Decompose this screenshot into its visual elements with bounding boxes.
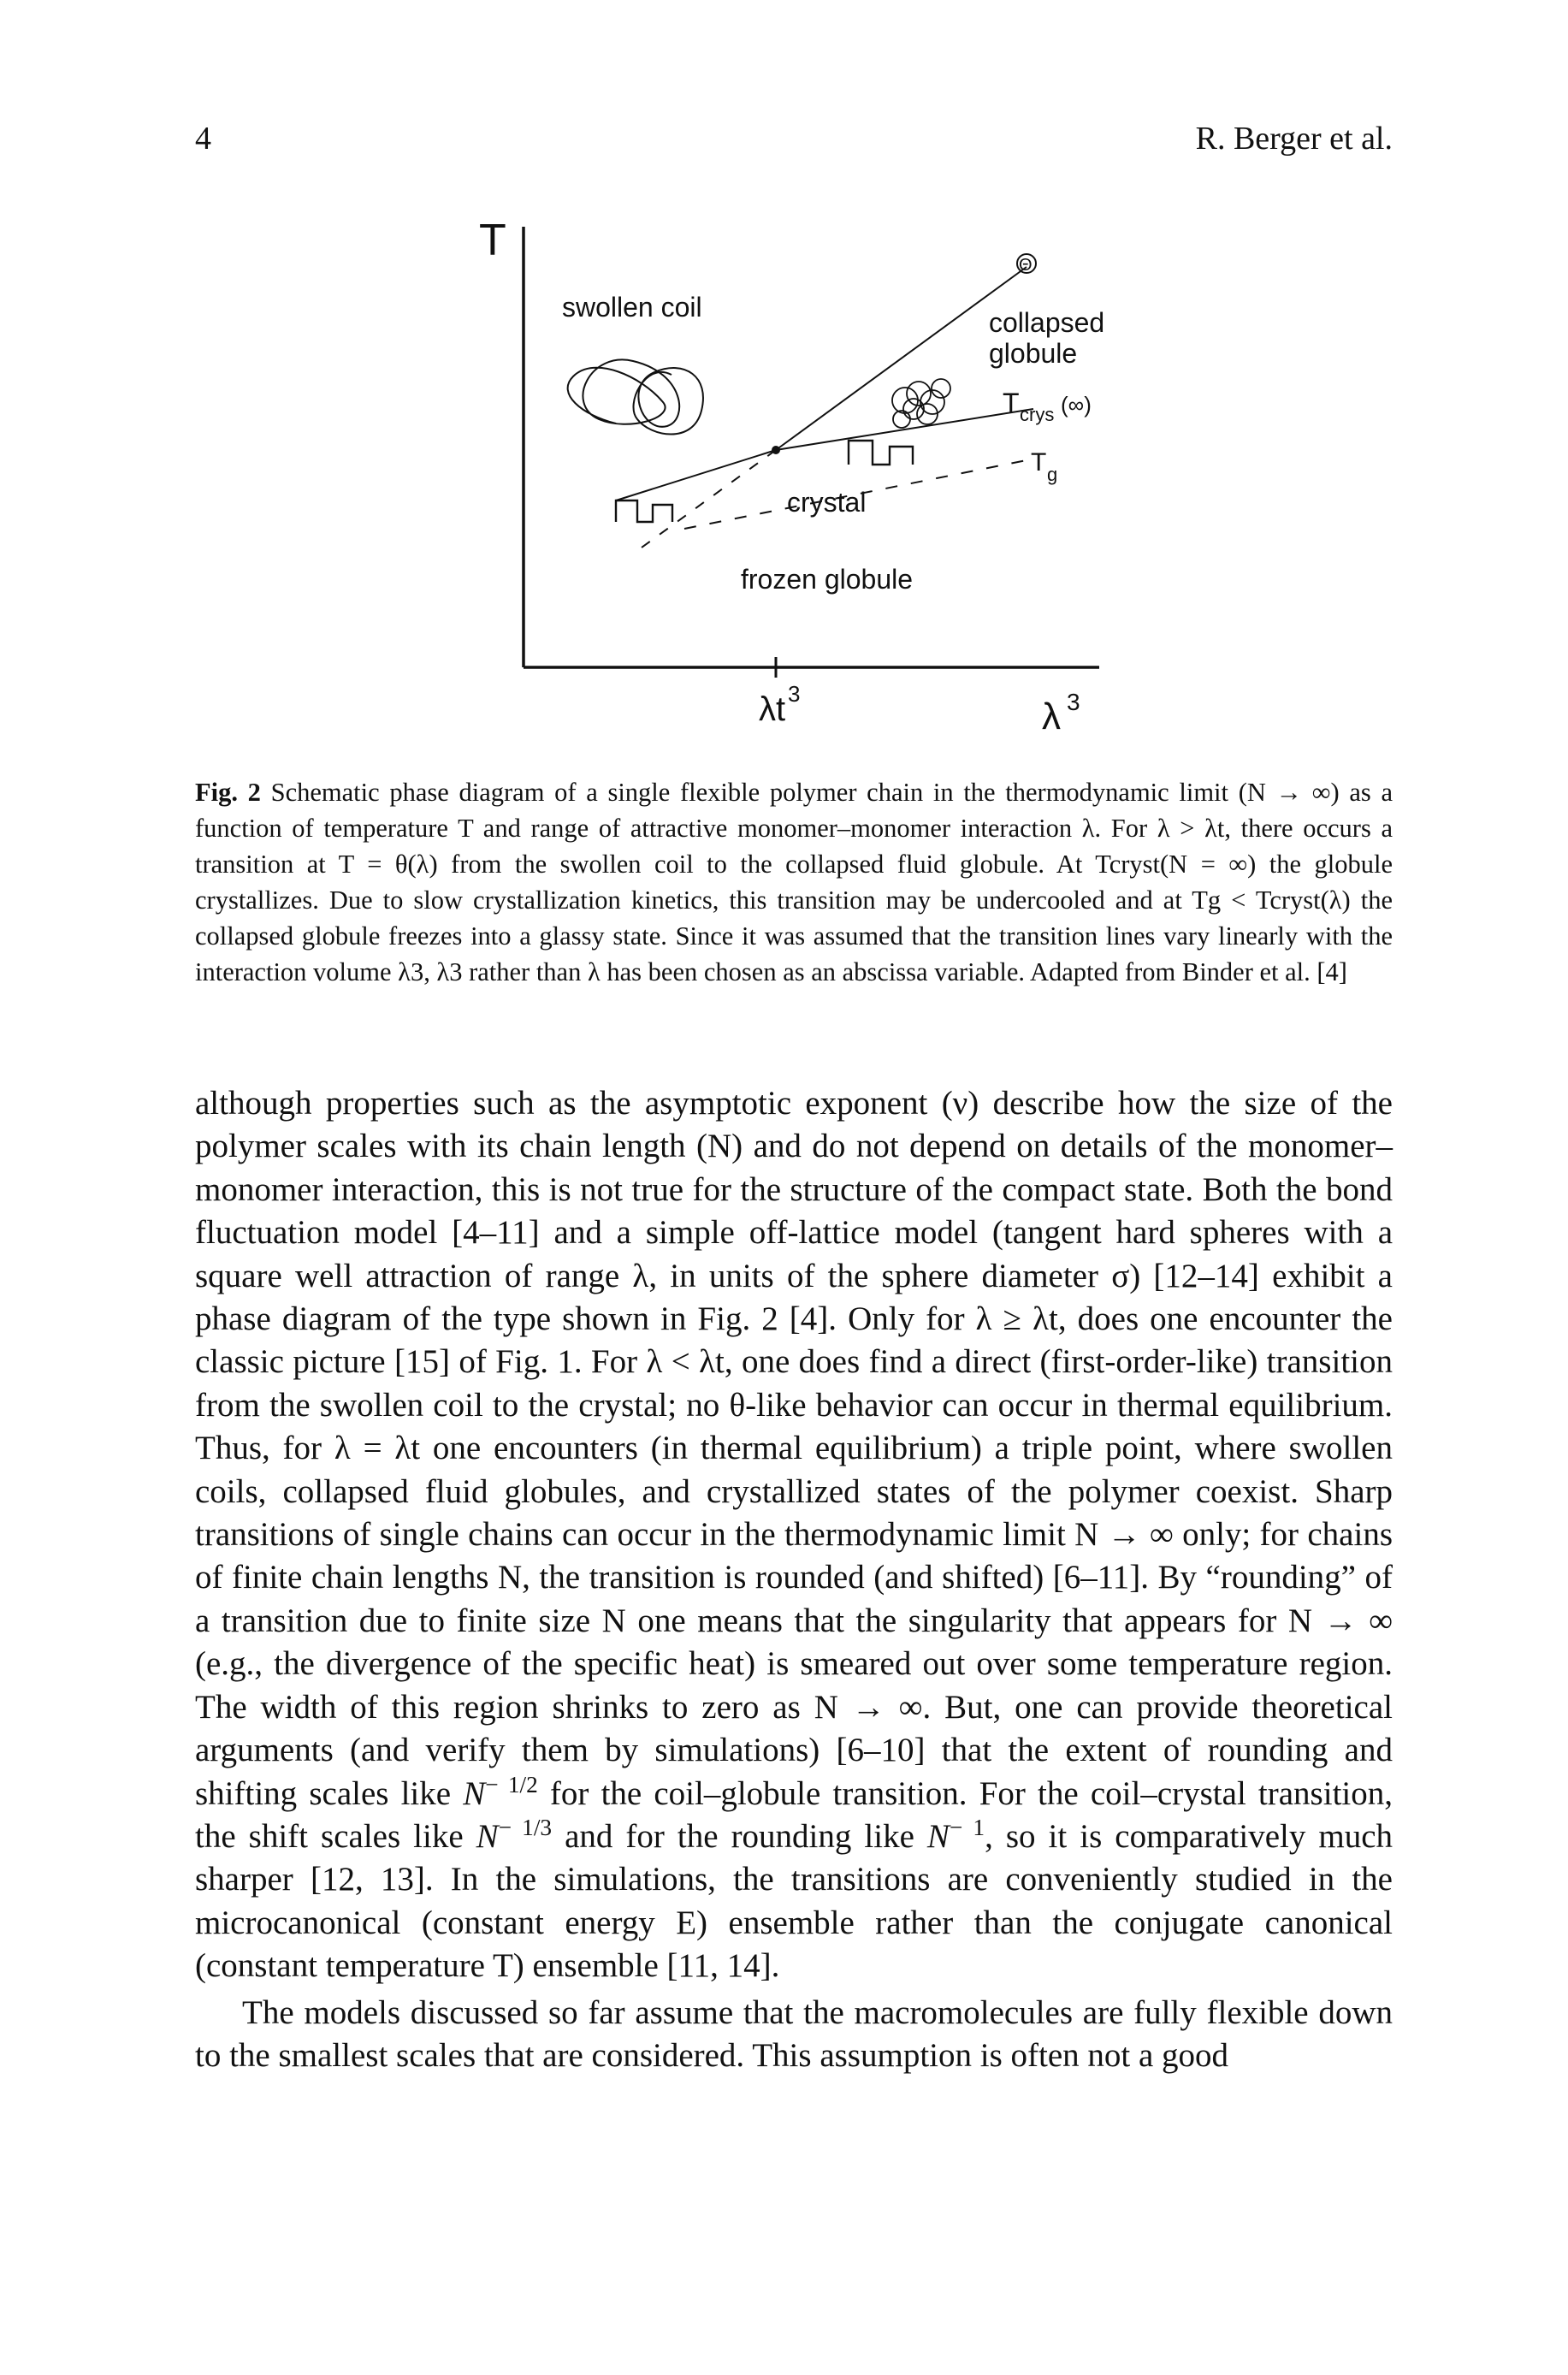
exponent-3: − 1: [949, 1814, 985, 1840]
n-symbol-3: N: [926, 1817, 950, 1855]
lambda-t-label: λt: [759, 690, 785, 728]
collapsed-label-line2: globule: [989, 338, 1077, 369]
caption-sentence-4: Since it was assumed that the transition…: [195, 921, 1393, 986]
collapsed-label-line1: collapsed: [989, 307, 1104, 338]
swollen-coil-drawing: [566, 358, 704, 435]
exponent-2: − 1/3: [498, 1814, 553, 1840]
tg-label: T: [1031, 448, 1046, 477]
phase-diagram-svg: T λt 3 λ 3 Θ swollen coil collapsed glob: [479, 216, 1104, 736]
triple-point: [772, 446, 780, 454]
tcrys-label: T: [1003, 388, 1020, 418]
paragraph-1-part-d: , so it is comparatively much sharper [1…: [195, 1817, 1393, 1985]
caption-sentence-3: At Tcryst(N = ∞) the globule crystallize…: [195, 850, 1393, 951]
theta-line: [775, 266, 1027, 451]
tcrys-subscript: crys: [1020, 404, 1054, 425]
paragraph-1-part-a: although properties such as the asymptot…: [195, 1085, 1393, 1812]
crystal-symbol-right: [847, 439, 914, 466]
y-axis-label: T: [479, 216, 506, 265]
figure-caption: Fig. 2 Schematic phase diagram of a sing…: [195, 774, 1393, 990]
crystal-symbol-left: [614, 499, 674, 524]
tg-subscript: g: [1047, 464, 1057, 485]
swollen-coil-label: swollen coil: [562, 292, 702, 323]
n-symbol-2: N: [476, 1817, 499, 1855]
phase-diagram-figure: T λt 3 λ 3 Θ swollen coil collapsed glob: [479, 205, 1129, 736]
lambda-t-superscript: 3: [788, 681, 800, 707]
running-head: R. Berger et al.: [1195, 121, 1393, 157]
theta-symbol: [1016, 253, 1037, 274]
frozen-globule-label: frozen globule: [741, 564, 913, 595]
n-symbol-1: N: [463, 1774, 486, 1812]
tg-line: [683, 459, 1027, 530]
undercooled-line: [641, 449, 777, 548]
tcrys-line: [775, 408, 1034, 451]
caption-sentence-2: For λ > λt, there occurs a transition at…: [195, 814, 1393, 879]
caption-sentence-1: Schematic phase diagram of a single flex…: [195, 778, 1393, 843]
tcrys-infinity: (∞): [1061, 392, 1092, 418]
paragraph-2: The models discussed so far assume that …: [195, 1993, 1393, 2074]
theta-label: Θ: [1019, 256, 1033, 275]
coil-crystal-line: [615, 449, 777, 501]
paragraph-1-part-b: for the coil–globule transition. For the…: [195, 1774, 1393, 1855]
lambda-label: λ: [1042, 696, 1061, 736]
caption-label: Fig. 2: [195, 778, 261, 807]
crystal-label: crystal: [787, 487, 866, 518]
paragraph-1: although properties such as the asymptot…: [195, 1082, 1393, 1988]
collapsed-globule-drawing: [891, 378, 951, 429]
paragraph-1-part-c: and for the rounding like: [552, 1817, 927, 1855]
exponent-1: − 1/2: [485, 1771, 538, 1798]
lambda-superscript: 3: [1067, 689, 1080, 715]
body-text: although properties such as the asymptot…: [195, 1082, 1393, 2077]
page-number: 4: [195, 121, 211, 157]
